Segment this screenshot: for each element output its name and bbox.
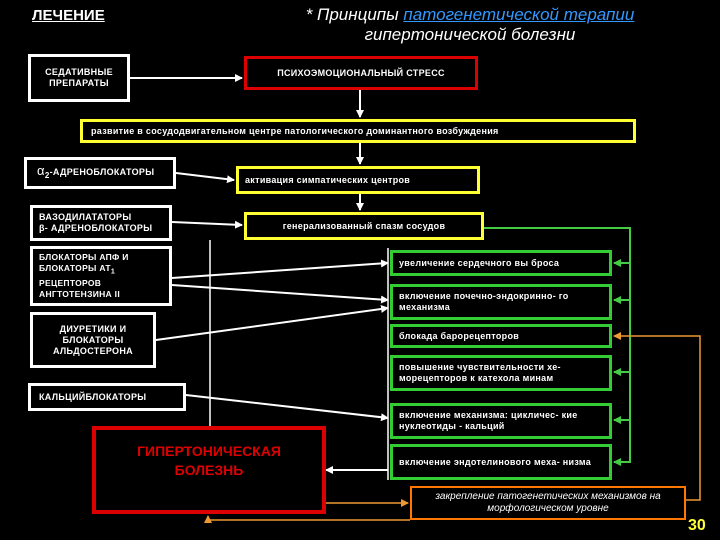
dominant-excitation-label: развитие в сосудодвигательном центре пат… (91, 125, 499, 136)
vessel-spasm-label: генерализованный спазм сосудов (282, 220, 446, 231)
arrow-ace-to-mechanism (171, 259, 389, 279)
sympathetic-activation-label: активация симпатических центров (245, 174, 411, 185)
alpha2-blockers-box: α2-АДРЕНОБЛОКАТОРЫ (24, 157, 176, 189)
stress-box: ПСИХОЭМОЦИОНАЛЬНЫЙ СТРЕСС (244, 56, 478, 90)
diuretics-label: ДИУРЕТИКИ И БЛОКАТОРЫ АЛЬДОСТЕРОНА (53, 323, 133, 356)
arrow-diuretics-to-renal (155, 304, 389, 341)
feedback-fixation-to-disease (204, 515, 410, 523)
title-link[interactable]: патогенетической терапии (403, 5, 635, 24)
title-prefix: * Принципы (305, 5, 404, 24)
sedative-drugs-box: СЕДАТИВНЫЕ ПРЕПАРАТЫ (28, 54, 130, 102)
ace-blockers-box: БЛОКАТОРЫ АПФ И БЛОКАТОРЫ АТ1 РЕЦЕПТОРОВ… (30, 246, 172, 306)
section-title: ЛЕЧЕНИЕ (32, 7, 105, 24)
mechanism-cardiac-output: увеличение сердечного вы броса (390, 250, 612, 276)
mechanism-renal-endocrine: включение почечно-эндокринно- го механиз… (390, 284, 612, 320)
page-number: 30 (688, 517, 706, 534)
mechanism-baroreceptor-block: блокада барорецепторов (390, 324, 612, 348)
hypertension-disease-label: ГИПЕРТОНИЧЕСКАЯ БОЛЕЗНЬ (137, 443, 281, 478)
fixation-label: закрепление патогенетических механизмов … (435, 491, 661, 514)
arrow-ace-to-renal (171, 284, 389, 304)
beta-blockers-label: β- АДРЕНОБЛОКАТОРЫ (39, 223, 153, 233)
page-title: * Принципы патогенетической терапии гипе… (250, 5, 690, 45)
alpha-symbol: α (37, 162, 45, 178)
dominant-excitation-box: развитие в сосудодвигательном центре пат… (80, 119, 636, 143)
hypertension-disease-box: ГИПЕРТОНИЧЕСКАЯ БОЛЕЗНЬ (92, 426, 326, 514)
mechanism-cyclic-nucleotides: включение механизма: цикличес- кие нукле… (390, 403, 612, 439)
vasodilators-box: ВАЗОДИЛАТАТОРЫ β- АДРЕНОБЛОКАТОРЫ (30, 205, 172, 241)
ace-line2: БЛОКАТОРЫ АТ1 (39, 263, 116, 276)
ace-line1: БЛОКАТОРЫ АПФ И (39, 252, 129, 263)
arrow-alpha2-to-sympathetic (175, 172, 235, 184)
feedback-fixation-to-chemo (613, 332, 701, 501)
sympathetic-activation-box: активация симпатических центров (236, 166, 480, 194)
arrow-vasodilators-to-spasm (171, 220, 243, 229)
arrow-calcium-to-cyclic (185, 394, 389, 422)
calcium-blockers-label: КАЛЬЦИЙБЛОКАТОРЫ (39, 391, 147, 402)
vessel-spasm-box: генерализованный спазм сосудов (244, 212, 484, 240)
diuretics-box: ДИУРЕТИКИ И БЛОКАТОРЫ АЛЬДОСТЕРОНА (30, 312, 156, 368)
mechanism-chemoreceptor: повышение чувствительности хе- морецепто… (390, 355, 612, 391)
alpha-rest: -АДРЕНОБЛОКАТОРЫ (49, 166, 155, 177)
sedative-drugs-label: СЕДАТИВНЫЕ ПРЕПАРАТЫ (45, 67, 113, 88)
vasodilators-label: ВАЗОДИЛАТАТОРЫ (39, 212, 132, 222)
fixation-box: закрепление патогенетических механизмов … (410, 486, 686, 520)
alpha-subscript: 2 (44, 170, 50, 180)
ace-line4: АНГТОТЕНЗИНА II (39, 288, 120, 299)
bus-green-main (484, 227, 631, 466)
calcium-blockers-box: КАЛЬЦИЙБЛОКАТОРЫ (28, 383, 186, 411)
title-line2: гипертонической болезни (364, 25, 576, 44)
alpha2-blockers-label: α2-АДРЕНОБЛОКАТОРЫ (37, 162, 155, 183)
mechanism-endothelin: включение эндотелинового меха- низма (390, 444, 612, 480)
stress-label: ПСИХОЭМОЦИОНАЛЬНЫЙ СТРЕСС (277, 67, 445, 78)
ace-line3: РЕЦЕПТОРОВ (39, 277, 102, 288)
